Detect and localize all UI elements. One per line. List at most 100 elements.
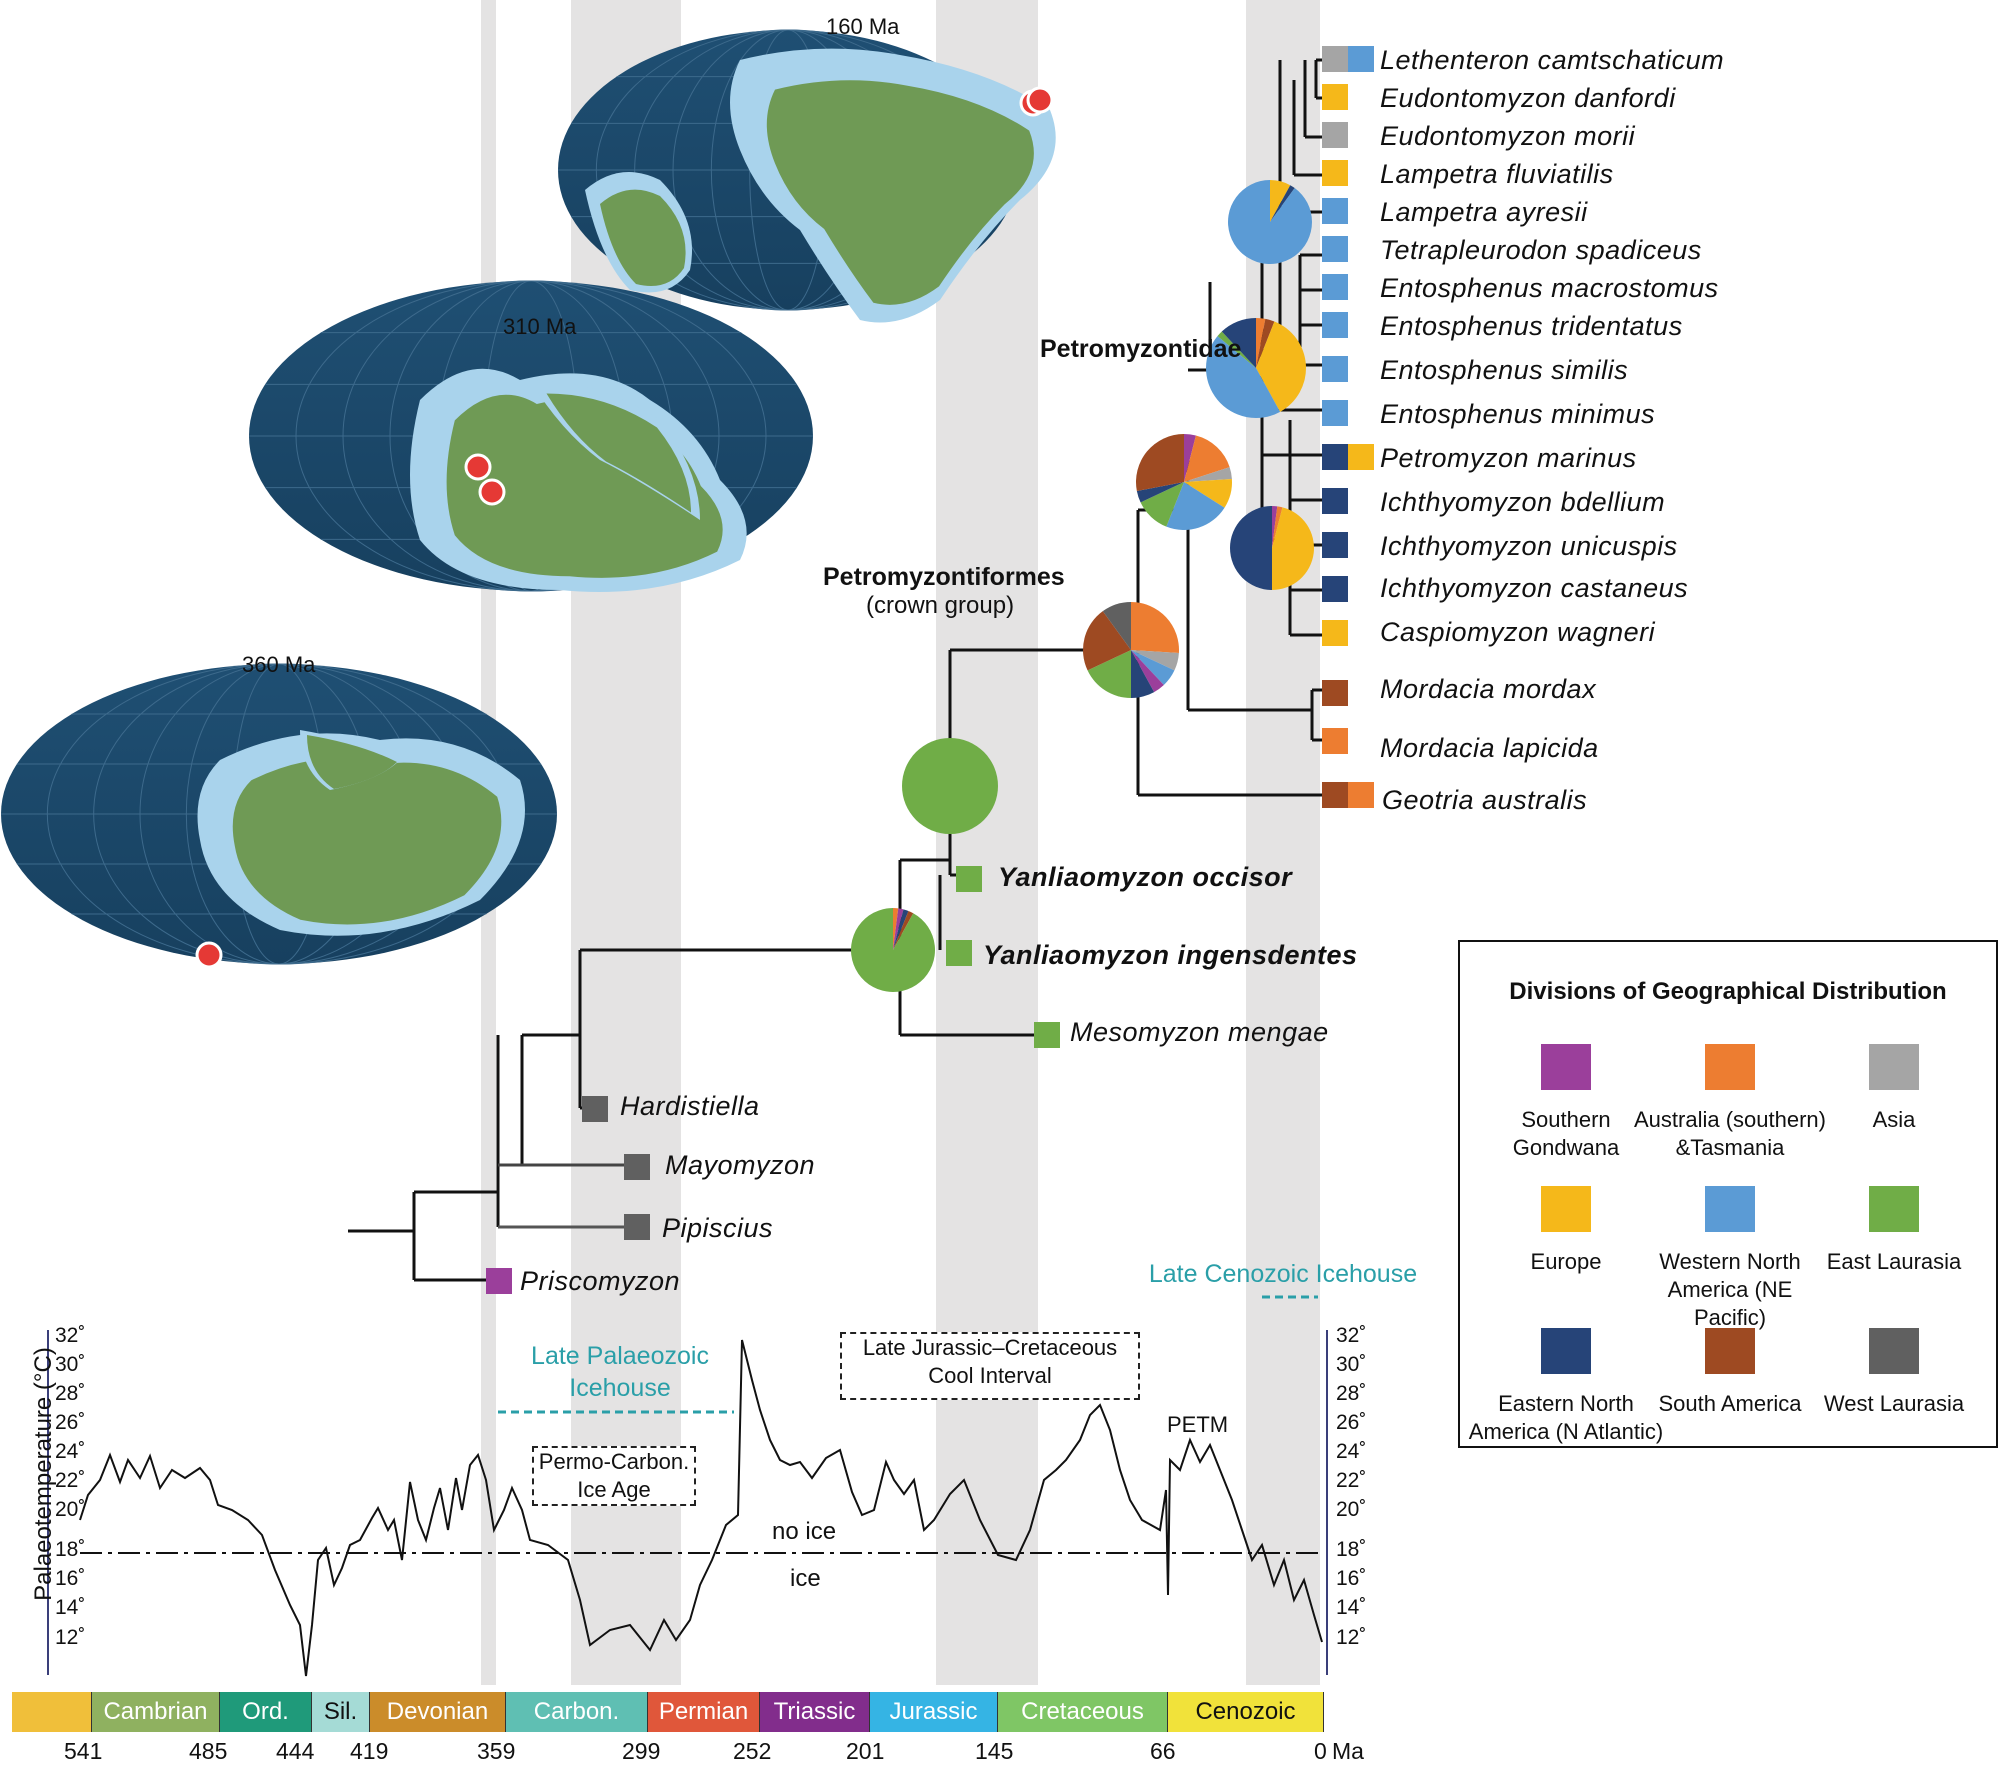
period-bar: Cretaceous (998, 1692, 1168, 1732)
tip-label: Priscomyzon (520, 1266, 681, 1296)
temperature-curve (79, 1339, 1323, 1677)
legend-item: Western North America (NE Pacific) (1630, 1186, 1830, 1332)
pie-slice (1131, 650, 1155, 698)
y-tick-left: 26˚ (55, 1411, 86, 1434)
legend-item: Eastern North America (N Atlantic) (1466, 1328, 1666, 1446)
map-land (766, 80, 1034, 305)
pie-slice (1272, 506, 1278, 548)
legend-label: Southern Gondwana (1512, 1107, 1620, 1160)
time-tick: 444 (276, 1738, 315, 1764)
pie-slice (1206, 336, 1281, 418)
pie-slice (1102, 602, 1131, 650)
tip-range-square (1322, 236, 1348, 262)
fossil-locality-dot (478, 478, 506, 506)
tip-range-square (946, 940, 972, 966)
y-tick-right: 12˚ (1336, 1626, 1367, 1649)
legend-label: East Laurasia (1826, 1249, 1962, 1274)
tip-range-square (1348, 444, 1374, 470)
time-tick: 541 (64, 1738, 103, 1764)
tip-label: Ichthyomyzon castaneus (1380, 573, 1689, 603)
map-160 (558, 29, 1056, 323)
pie-slice (1087, 650, 1131, 698)
pie-slice (1217, 331, 1256, 368)
tip-range-squares (486, 46, 1374, 1294)
tip-range-square (1322, 274, 1348, 300)
tip-label: Geotria australis (1382, 785, 1588, 815)
tip-range-square (1322, 444, 1348, 470)
y-tick-right: 28˚ (1336, 1382, 1367, 1405)
ice-label: ice (790, 1565, 821, 1592)
tip-label: Tetrapleurodon spadiceus (1380, 235, 1702, 265)
pie-slice (1184, 433, 1196, 482)
pie-slice (1256, 318, 1266, 368)
tip-range-square (1322, 400, 1348, 426)
tip-label: Eudontomyzon morii (1380, 121, 1636, 151)
pie-slice (893, 907, 899, 950)
y-tick-left: 14˚ (55, 1596, 86, 1619)
no-ice-label: no ice (772, 1518, 837, 1545)
time-tick: 145 (975, 1738, 1014, 1764)
map-360 (1, 663, 557, 969)
y-axis-label: Palaeotemperature (°C) (30, 1347, 57, 1601)
pie-slice (1270, 180, 1291, 222)
paleomaps (1, 29, 1056, 969)
period-bar: Devonian (370, 1692, 506, 1732)
time-tick: 419 (350, 1738, 389, 1764)
map-land (232, 758, 502, 925)
legend-label: Western North America (NE Pacific) (1659, 1249, 1801, 1330)
legend-label: West Laurasia (1823, 1391, 1965, 1416)
pie-petromyzontidae (1206, 318, 1306, 418)
y-tick-right: 18˚ (1336, 1538, 1367, 1561)
y-tick-left: 12˚ (55, 1626, 86, 1649)
pie-slice (1272, 507, 1314, 590)
time-tick: 485 (189, 1738, 228, 1764)
tip-label: Lethenteron camtschaticum (1380, 45, 1725, 75)
late-palaeozoic-icehouse-label: Late Palaeozoic Icehouse (531, 1342, 709, 1402)
legend-item: Southern Gondwana (1466, 1044, 1666, 1162)
tip-range-square (1322, 576, 1348, 602)
pie-slice (1256, 321, 1306, 412)
time-unit: Ma (1332, 1738, 1364, 1764)
period-bar (12, 1692, 92, 1732)
pie-lampetra-node (1228, 180, 1313, 264)
pie-slice (1184, 435, 1230, 482)
legend-label: Australia (southern) &Tasmania (1634, 1107, 1826, 1160)
legend-swatch (1705, 1044, 1755, 1090)
tip-range-square (956, 866, 982, 892)
legend-item: Europe (1466, 1186, 1666, 1276)
time-tick: 66 (1150, 1738, 1176, 1764)
y-tick-left: 24˚ (55, 1440, 86, 1463)
map-land (307, 735, 397, 789)
pie-slice (1166, 482, 1225, 530)
y-tick-right: 22˚ (1336, 1469, 1367, 1492)
ancestral-range-pies (850, 180, 1314, 992)
tip-range-square (1322, 46, 1348, 72)
time-tick: 359 (477, 1738, 516, 1764)
palaeotemperature-curve (47, 1295, 1328, 1677)
pie-slice (1136, 434, 1184, 491)
pie-slice (1270, 185, 1295, 222)
pie-node-2 (1136, 433, 1232, 530)
map-label-360: 360 Ma (242, 652, 316, 677)
tip-label: Pipiscius (662, 1213, 774, 1243)
legend-title: Divisions of Geographical Distribution (1509, 978, 1947, 1005)
tip-range-square (1322, 84, 1348, 110)
pie-slice (1272, 506, 1283, 548)
pie-yanliao (902, 738, 998, 834)
pie-slice (1131, 602, 1179, 654)
map-label-310: 310 Ma (503, 314, 577, 339)
tip-range-square (1322, 488, 1348, 514)
y-tick-right: 20˚ (1336, 1498, 1367, 1521)
tip-label: Hardistiella (620, 1091, 760, 1121)
y-tick-left: 30˚ (55, 1353, 86, 1376)
tip-range-square (582, 1096, 608, 1122)
legend-swatch (1869, 1328, 1919, 1374)
legend-item: East Laurasia (1794, 1186, 1994, 1276)
tip-range-square (1322, 198, 1348, 224)
fossil-locality-dot (1026, 86, 1054, 114)
tip-label: Entosphenus macrostomus (1380, 273, 1719, 303)
y-tick-right: 14˚ (1336, 1596, 1367, 1619)
clade-petromyzontidae: Petromyzontidae (1040, 335, 1242, 363)
legend-swatch (1705, 1328, 1755, 1374)
